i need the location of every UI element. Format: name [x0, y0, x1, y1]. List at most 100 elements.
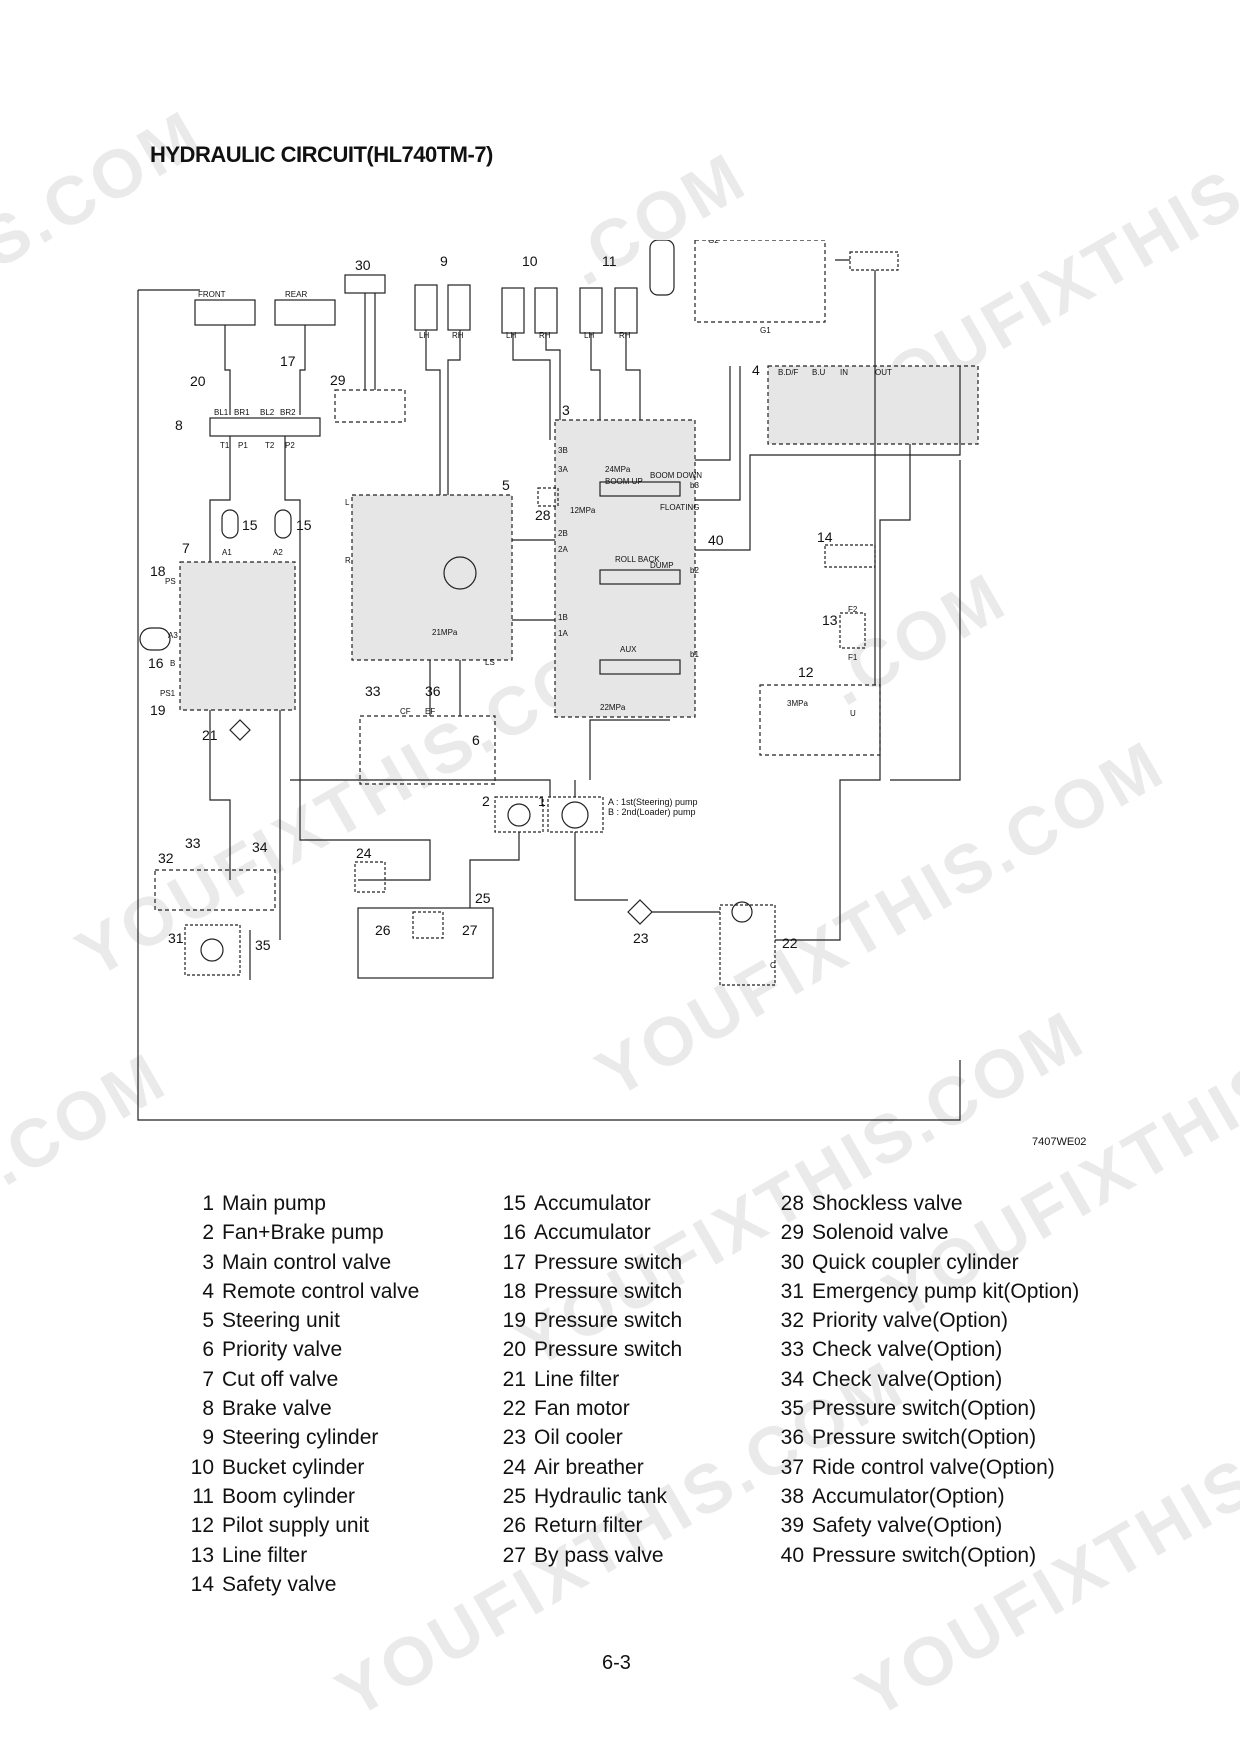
label-mpa24: 24MPa	[605, 465, 631, 474]
legend-label: Pressure switch(Option)	[812, 1397, 1037, 1421]
label-br2: BR2	[280, 408, 296, 417]
remote-control-valve-4	[767, 365, 979, 445]
legend-label: Return filter	[534, 1514, 643, 1538]
legend-number: 30	[780, 1250, 804, 1274]
legend-label: Solenoid valve	[812, 1221, 949, 1245]
legend-number: 10	[190, 1455, 214, 1479]
callout-40: 40	[708, 532, 724, 548]
legend-label: Fan+Brake pump	[222, 1221, 384, 1245]
pipe	[229, 840, 251, 980]
label-dump: DUMP	[650, 561, 674, 570]
label-rh: RH	[452, 331, 464, 340]
legend-number: 37	[780, 1455, 804, 1479]
legend-label: Pressure switch	[534, 1250, 683, 1274]
oil-cooler-23	[627, 899, 653, 925]
callout-34: 34	[252, 839, 268, 855]
label-1a: 1A	[558, 629, 568, 638]
legend-label: Check valve(Option)	[812, 1367, 1003, 1391]
label-3a: 3A	[558, 465, 568, 474]
legend-label: Pressure switch	[534, 1338, 683, 1362]
steering-cylinder-rh	[447, 284, 471, 331]
label-rh: RH	[619, 331, 631, 340]
figure-code: 7407WE02	[1032, 1136, 1087, 1148]
callout-39: 39	[882, 240, 898, 243]
label-g2: G2	[708, 240, 719, 245]
legend-label: Ride control valve(Option)	[812, 1455, 1055, 1479]
pipe	[695, 366, 741, 501]
callout-19: 19	[150, 702, 166, 718]
label-p1: P1	[238, 441, 248, 450]
label-mpa21: 21MPa	[432, 628, 458, 637]
solenoid-valve-29	[334, 389, 406, 423]
legend-label: By pass valve	[534, 1543, 664, 1567]
label-t1: T1	[220, 441, 230, 450]
callout-25: 25	[475, 890, 491, 906]
callout-4: 4	[752, 362, 760, 378]
callout-23: 23	[633, 930, 649, 946]
legend-label: Cut off valve	[222, 1367, 339, 1391]
label-boom-up: BOOM UP	[605, 477, 643, 486]
legend-item: 27 By pass valve	[482, 1543, 664, 1573]
legend-label: Check valve(Option)	[812, 1338, 1003, 1362]
label-u: U	[850, 709, 856, 718]
legend-label: Pilot supply unit	[222, 1514, 370, 1538]
accumulator-15a	[221, 509, 239, 539]
callout-20: 20	[190, 373, 206, 389]
steering-cylinder-lh	[414, 284, 438, 331]
legend-item: 29 Solenoid valve	[760, 1221, 949, 1250]
legend-label: Priority valve	[222, 1338, 343, 1362]
callout-36: 36	[425, 683, 441, 699]
legend-number: 27	[502, 1543, 526, 1567]
label-rear: REAR	[285, 290, 307, 299]
accumulator-16	[139, 627, 171, 651]
return-line-frame	[137, 290, 961, 1121]
hydraulic-circuit-diagram: 1 2 3 4 5 6 7 8 9 10 11 12 13 14 15 15 1…	[137, 240, 979, 1121]
boom-cylinder-lh	[579, 287, 603, 334]
legend-number: 29	[780, 1221, 804, 1245]
label-a1: A1	[222, 548, 232, 557]
fan-motor-22	[719, 904, 776, 986]
legend-number: 3	[202, 1250, 214, 1274]
pipe	[364, 293, 376, 390]
boom-cylinder-rh	[614, 287, 638, 334]
legend-label: Quick coupler cylinder	[812, 1250, 1019, 1274]
pump-2	[494, 796, 544, 833]
legend-label: Steering unit	[222, 1309, 340, 1333]
steering-unit-motor	[443, 556, 477, 590]
return-filter-bypass	[412, 911, 444, 939]
label-boom-down: BOOM DOWN	[650, 471, 702, 480]
legend-number: 35	[780, 1397, 804, 1421]
label-g1: G1	[760, 326, 771, 335]
callout-10: 10	[522, 253, 538, 269]
line-filter-21	[229, 719, 251, 741]
pipe	[512, 333, 561, 440]
label-bdf: B.D/F	[778, 368, 799, 377]
legend-number: 14	[190, 1572, 214, 1596]
label-roll-back: ROLL BACK	[615, 555, 660, 564]
label-a2: A2	[273, 548, 283, 557]
legend-number: 4	[202, 1279, 214, 1303]
emergency-pump-31	[184, 924, 241, 976]
legend-number: 22	[502, 1397, 526, 1421]
legend-label: Accumulator	[534, 1192, 651, 1215]
pipe	[590, 333, 641, 440]
legend-number: 20	[502, 1338, 526, 1362]
legend-label: Accumulator	[534, 1221, 651, 1245]
callout-26: 26	[375, 922, 391, 938]
pipe	[739, 240, 876, 685]
legend-label: Pressure switch(Option)	[812, 1426, 1037, 1450]
legend-label: Emergency pump kit(Option)	[812, 1279, 1080, 1303]
